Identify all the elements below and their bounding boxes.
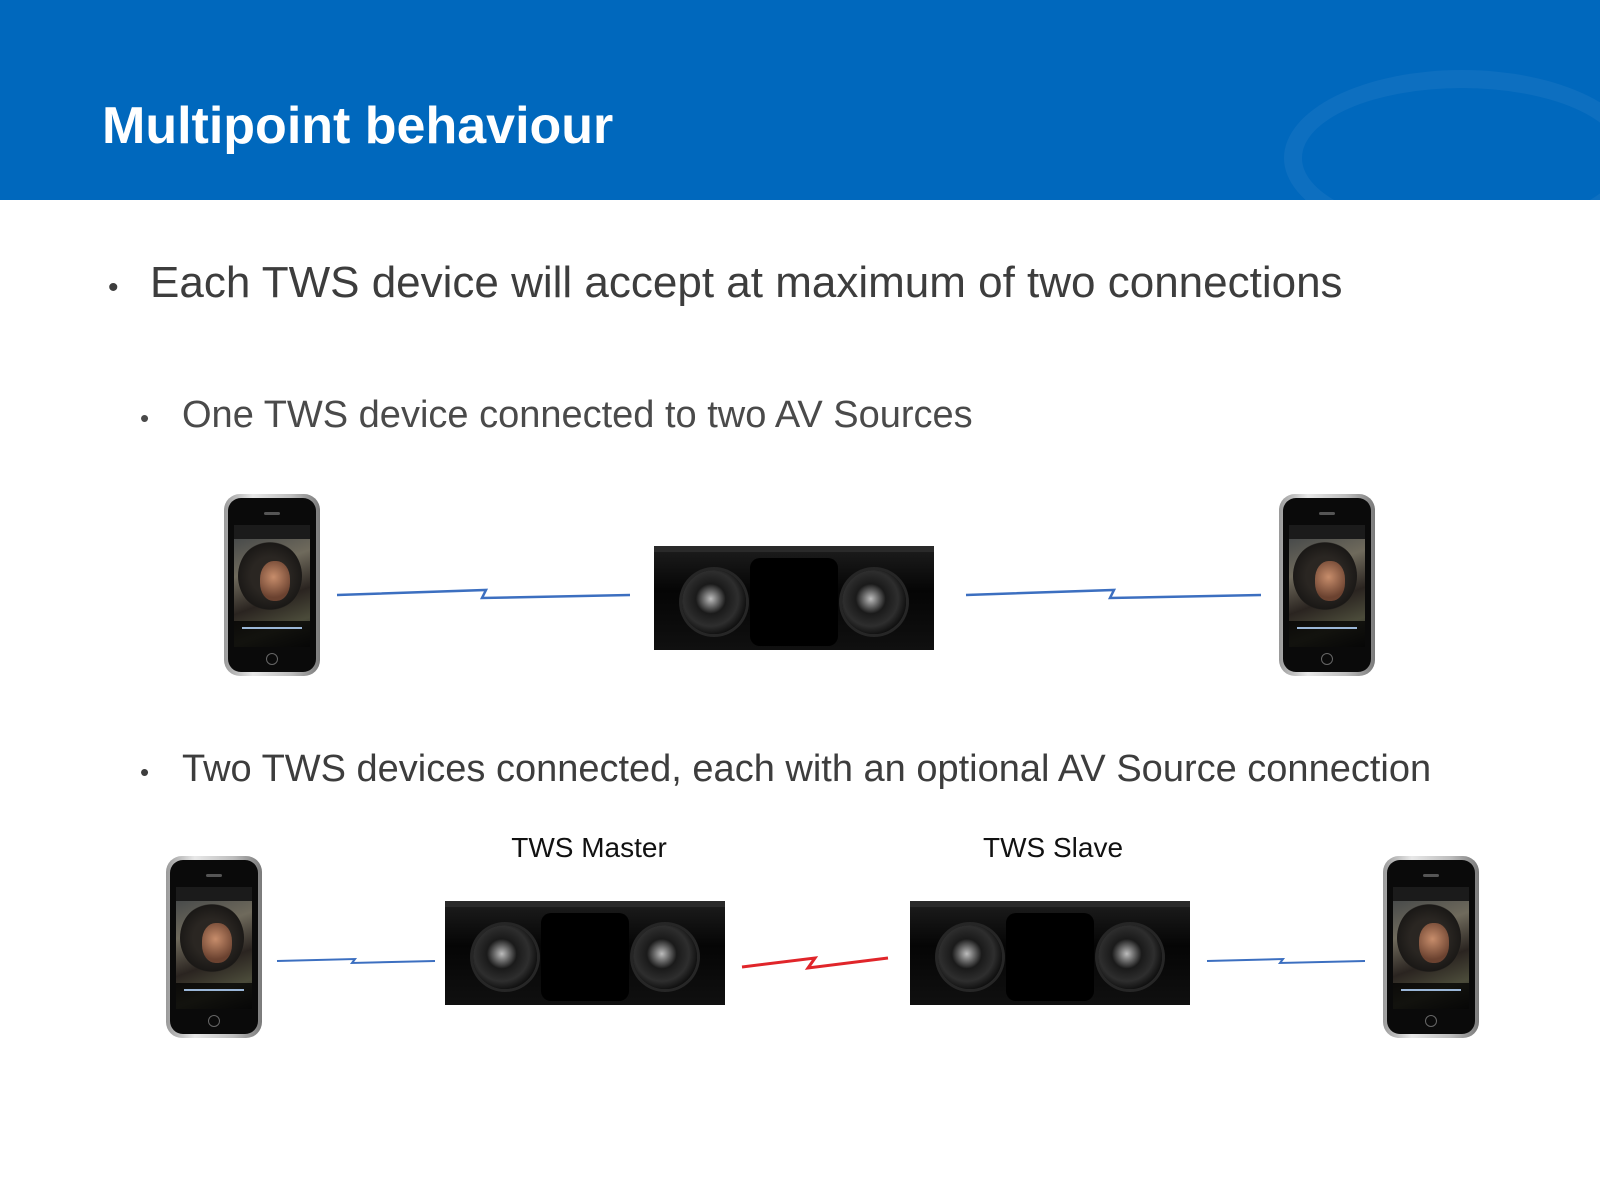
- bullet-text: One TWS device connected to two AV Sourc…: [182, 394, 973, 436]
- bullet-text: Two TWS devices connected, each with an …: [182, 748, 1432, 790]
- phone-icon: [1279, 494, 1375, 676]
- speaker-icon: [654, 546, 934, 650]
- speaker-icon: [910, 901, 1190, 1005]
- phone-icon: [166, 856, 262, 1038]
- bullet-max-connections: • Each TWS device will accept at maximum…: [108, 258, 1343, 308]
- bullet-dot: •: [140, 403, 150, 433]
- tws-slave-label: TWS Slave: [982, 832, 1124, 863]
- title-bar: Multipoint behaviour: [0, 0, 1600, 200]
- wireless-link-icon: [741, 956, 889, 970]
- wireless-link-icon: [1206, 957, 1366, 965]
- bullet-two-devices: • Two TWS devices connected, each with a…: [140, 748, 1431, 791]
- phone-icon: [1383, 856, 1479, 1038]
- wireless-link-icon: [276, 957, 436, 965]
- phone-icon: [224, 494, 320, 676]
- bullet-dot: •: [140, 757, 150, 787]
- bullet-text: Each TWS device will accept at maximum o…: [150, 258, 1343, 307]
- bullet-one-device: • One TWS device connected to two AV Sou…: [140, 394, 973, 437]
- bullet-dot: •: [108, 271, 119, 304]
- slide-title: Multipoint behaviour: [102, 97, 614, 155]
- speaker-icon: [445, 901, 725, 1005]
- wireless-link-icon: [336, 588, 631, 600]
- tws-master-label: TWS Master: [511, 832, 667, 863]
- wireless-link-icon: [965, 588, 1262, 600]
